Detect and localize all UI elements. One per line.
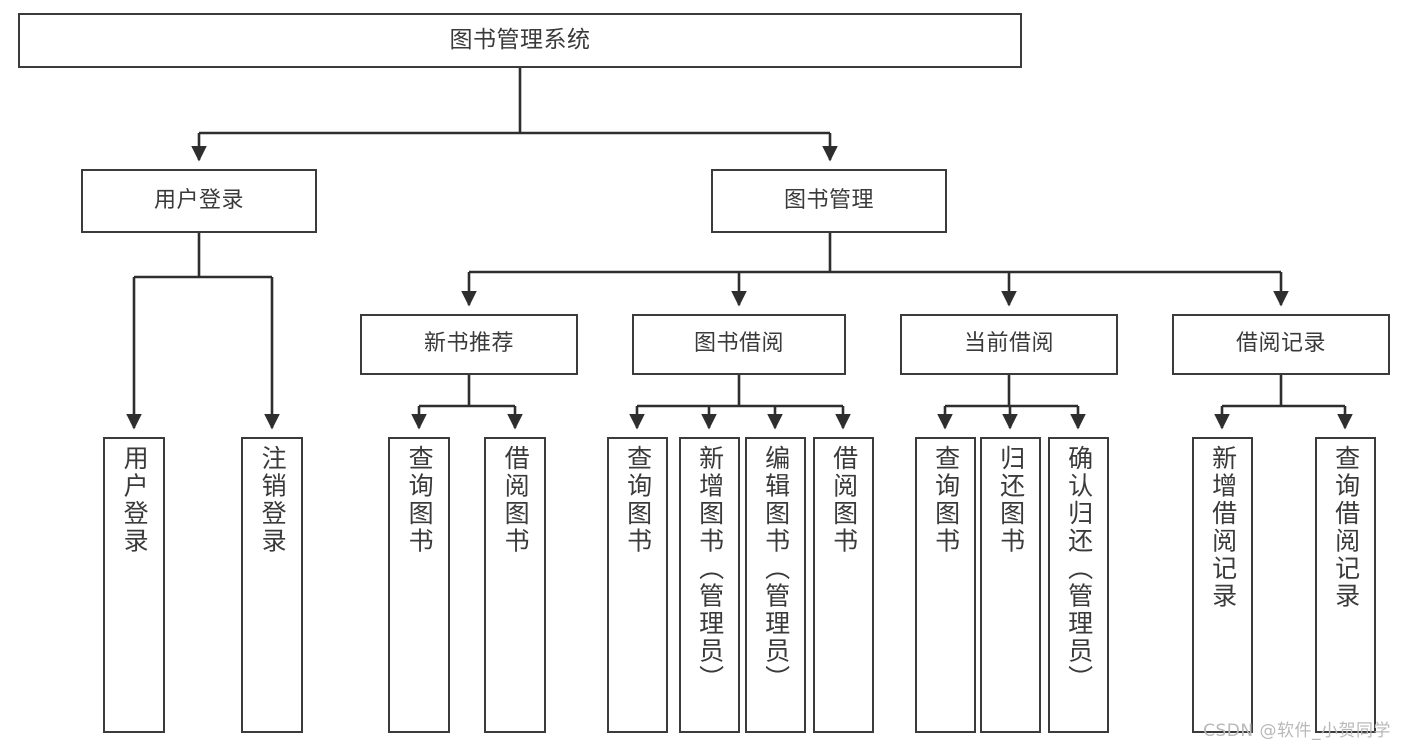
node-label: 编辑图书（管理员）	[761, 445, 791, 693]
node-label: 查询借阅记录	[1331, 445, 1361, 610]
node-leaf-user-logout[interactable]: 注销登录	[241, 437, 303, 733]
node-leaf-confirm-return-admin[interactable]: 确认归还（管理员）	[1048, 437, 1109, 733]
node-label: 图书借阅	[693, 331, 784, 357]
node-label: 查询图书	[931, 445, 961, 555]
node-label: 用户登录	[120, 445, 150, 555]
node-leaf-add-borrow-record[interactable]: 新增借阅记录	[1192, 437, 1253, 733]
node-book-management[interactable]: 图书管理	[711, 169, 947, 233]
node-book-borrow[interactable]: 图书借阅	[632, 314, 846, 375]
node-leaf-borrow-book-newbook[interactable]: 借阅图书	[484, 437, 546, 733]
node-label: 归还图书	[996, 445, 1026, 555]
node-leaf-query-borrow-record[interactable]: 查询借阅记录	[1315, 437, 1376, 733]
node-leaf-add-book-admin[interactable]: 新增图书（管理员）	[679, 437, 740, 733]
node-label: 图书管理	[783, 187, 874, 213]
node-label: 注销登录	[258, 445, 288, 555]
node-borrow-record[interactable]: 借阅记录	[1172, 314, 1390, 375]
node-leaf-query-book-newbook[interactable]: 查询图书	[388, 437, 450, 733]
node-label: 查询图书	[623, 445, 653, 555]
node-leaf-user-login[interactable]: 用户登录	[103, 437, 165, 733]
node-leaf-return-book[interactable]: 归还图书	[980, 437, 1041, 733]
csdn-watermark: CSDN @软件_小贺同学	[1203, 721, 1391, 741]
node-leaf-query-book-borrow[interactable]: 查询图书	[607, 437, 668, 733]
node-label: 借阅图书	[829, 445, 859, 555]
node-label: 当前借阅	[963, 331, 1054, 357]
node-leaf-query-book-current[interactable]: 查询图书	[915, 437, 976, 733]
node-label: 查询图书	[405, 445, 435, 555]
node-user-login[interactable]: 用户登录	[81, 169, 317, 233]
node-label: 新增借阅记录	[1208, 445, 1238, 610]
node-current-borrow[interactable]: 当前借阅	[900, 314, 1118, 375]
node-book-management-system[interactable]: 图书管理系统	[18, 13, 1022, 68]
node-new-book-recommendation[interactable]: 新书推荐	[360, 314, 578, 375]
node-label: 确认归还（管理员）	[1064, 445, 1094, 693]
node-label: 新书推荐	[423, 331, 514, 357]
node-leaf-borrow-book-borrow[interactable]: 借阅图书	[813, 437, 874, 733]
node-label: 用户登录	[153, 187, 244, 213]
node-label: 图书管理系统	[449, 26, 591, 53]
node-label: 借阅图书	[501, 445, 531, 555]
node-leaf-edit-book-admin[interactable]: 编辑图书（管理员）	[745, 437, 806, 733]
node-label: 新增图书（管理员）	[695, 445, 725, 693]
node-label: 借阅记录	[1235, 331, 1326, 357]
